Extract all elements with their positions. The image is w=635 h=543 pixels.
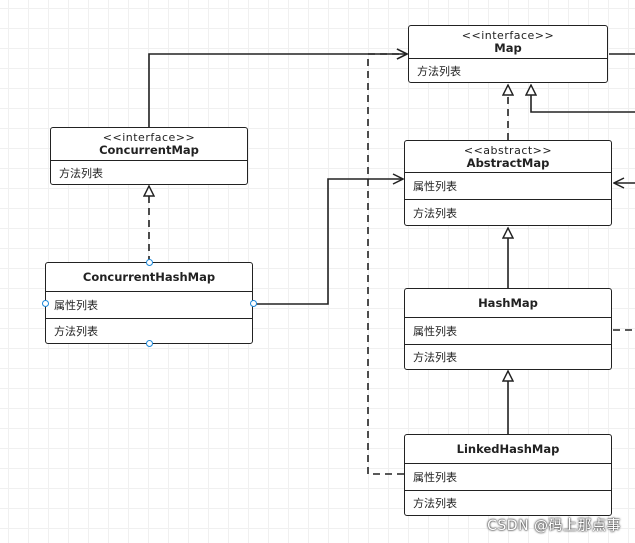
class-concurrenthashmap-methods: 方法列表 <box>46 318 252 343</box>
class-concurrenthashmap-header: ConcurrentHashMap <box>46 263 252 292</box>
connection-point-top[interactable] <box>146 259 153 266</box>
class-map-header: <<interface>> Map <box>409 26 607 59</box>
association-concurrenthashmap-to-abstractmap <box>254 179 403 305</box>
class-abstractmap-attributes: 属性列表 <box>413 180 457 193</box>
class-hashmap-header: HashMap <box>405 289 611 318</box>
connection-point-left[interactable] <box>42 300 49 307</box>
class-concurrenthashmap-attributes: 属性列表 <box>54 299 98 312</box>
class-map-name: Map <box>494 41 522 55</box>
class-hashmap-name: HashMap <box>478 295 538 310</box>
class-concurrentmap[interactable]: <<interface>> ConcurrentMap 方法列表 <box>50 127 248 185</box>
class-concurrentmap-stereotype: <<interface>> <box>102 131 196 144</box>
class-concurrenthashmap-name: ConcurrentHashMap <box>82 269 216 284</box>
class-concurrentmap-methods: 方法列表 <box>59 167 103 180</box>
class-linkedhashmap-methods: 方法列表 <box>405 490 611 515</box>
class-hashmap[interactable]: HashMap 属性列表 方法列表 <box>404 288 612 370</box>
class-abstractmap-stereotype: <<abstract>> <box>463 143 553 157</box>
class-linkedhashmap[interactable]: LinkedHashMap 属性列表 方法列表 <box>404 434 612 516</box>
class-hashmap-attributes: 属性列表 <box>413 325 457 338</box>
class-abstractmap-header: <<abstract>> AbstractMap <box>405 141 611 173</box>
class-map-stereotype: <<interface>> <box>461 29 555 42</box>
association-concurrentmap-to-map <box>148 54 407 128</box>
class-abstractmap-name: AbstractMap <box>466 155 550 170</box>
connection-point-right[interactable] <box>250 300 257 307</box>
offscreen-connector-to-map <box>531 85 635 113</box>
class-abstractmap[interactable]: <<abstract>> AbstractMap 属性列表 方法列表 <box>404 140 612 226</box>
class-linkedhashmap-name: LinkedHashMap <box>456 441 560 456</box>
dependency-linkedhashmap-to-map <box>367 54 407 475</box>
connection-point-bottom[interactable] <box>146 340 153 347</box>
class-concurrenthashmap[interactable]: ConcurrentHashMap 属性列表 方法列表 <box>45 262 253 344</box>
class-linkedhashmap-header: LinkedHashMap <box>405 435 611 464</box>
class-abstractmap-methods: 方法列表 <box>405 199 611 225</box>
class-linkedhashmap-attributes: 属性列表 <box>413 471 457 484</box>
class-map[interactable]: <<interface>> Map 方法列表 <box>408 25 608 83</box>
class-hashmap-methods: 方法列表 <box>405 344 611 369</box>
class-concurrentmap-name: ConcurrentMap <box>99 143 199 157</box>
watermark: CSDN @码上那点事 <box>487 518 621 534</box>
class-concurrentmap-header: <<interface>> ConcurrentMap <box>51 128 247 161</box>
class-map-methods: 方法列表 <box>417 65 461 78</box>
